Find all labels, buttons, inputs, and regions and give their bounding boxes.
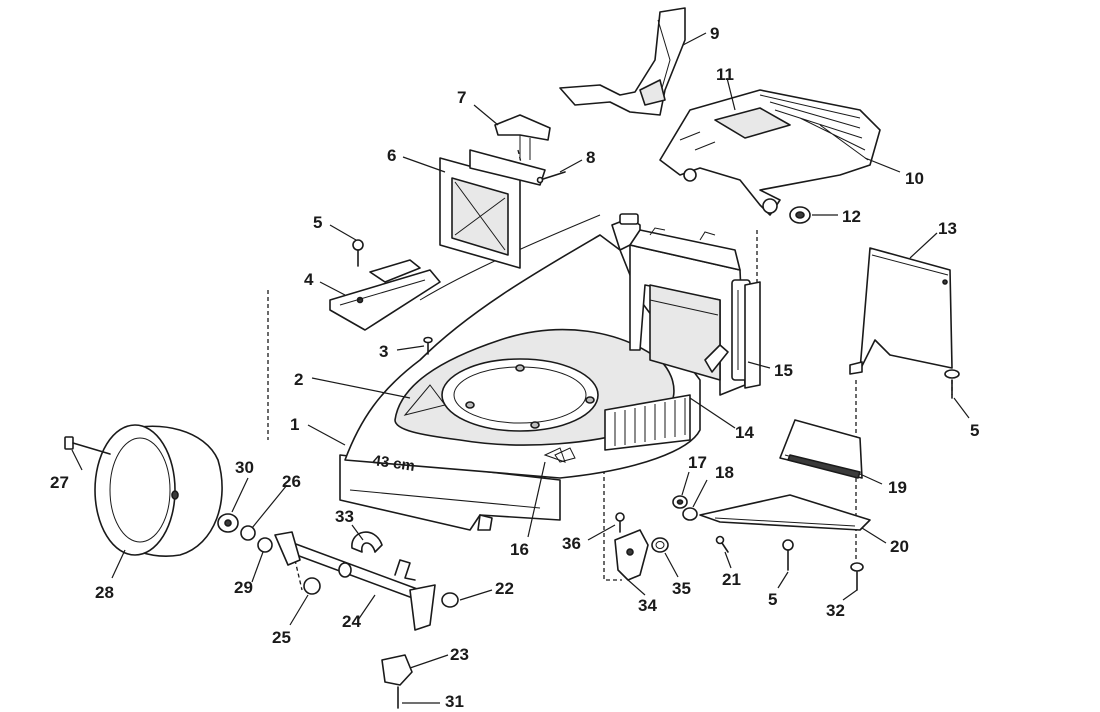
clip-part-7 (494, 114, 551, 160)
marker-part-16 (543, 447, 566, 463)
label-part-12: 12 (842, 207, 861, 226)
label-part-5-upper: 5 (313, 213, 322, 232)
label-part-5-right: 5 (970, 421, 979, 440)
nut-part-22 (441, 592, 459, 608)
deck-vent-grille (604, 394, 691, 451)
screw-part-21 (715, 535, 729, 553)
label-part-22: 22 (495, 579, 514, 598)
bushing-part-12 (789, 206, 811, 224)
nut-part-25 (303, 577, 321, 595)
label-part-13: 13 (938, 219, 957, 238)
label-part-26: 26 (282, 472, 301, 491)
part-number-labels: 1 2 3 4 5 5 5 5 6 7 8 9 10 11 12 13 14 1… (50, 24, 979, 711)
label-part-1: 1 (290, 415, 299, 434)
label-part-27: 27 (50, 473, 69, 492)
label-part-17: 17 (688, 453, 707, 472)
clip-part-33 (351, 531, 383, 553)
label-part-23: 23 (450, 645, 469, 664)
washer-part-18 (682, 507, 698, 521)
frame-part-6 (439, 149, 546, 269)
label-part-36: 36 (562, 534, 581, 553)
label-part-15: 15 (774, 361, 793, 380)
leader-lines (71, 32, 970, 704)
label-part-11: 11 (716, 65, 734, 84)
washer-part-29 (257, 537, 273, 553)
chute-flap-part-9 (559, 7, 686, 116)
support-bar-part-20 (699, 494, 871, 531)
bolt-part-27 (64, 436, 111, 455)
screw-part-36 (615, 512, 625, 533)
bolt-part-32 (850, 562, 864, 591)
label-part-4: 4 (304, 270, 314, 289)
collector-hood-part-10 (659, 89, 881, 216)
rear-chute-housing-part-14 (629, 227, 751, 396)
label-part-5-lower: 5 (768, 590, 777, 609)
bolt-part-5-upper (352, 239, 364, 267)
label-part-25: 25 (272, 628, 291, 647)
nut-part-17 (672, 495, 688, 509)
label-part-32: 32 (826, 601, 845, 620)
label-part-30: 30 (235, 458, 254, 477)
wheel-part-28 (94, 424, 223, 557)
label-part-20: 20 (890, 537, 909, 556)
label-part-35: 35 (672, 579, 691, 598)
screw-part-3 (423, 336, 433, 355)
label-part-16: 16 (510, 540, 529, 559)
bolt-part-5-right (944, 369, 960, 399)
spacer-part-30 (217, 513, 239, 533)
deck-size-imprint: 43 cm (371, 452, 415, 475)
label-part-28: 28 (95, 583, 114, 602)
label-part-10: 10 (905, 169, 924, 188)
label-part-6: 6 (387, 146, 396, 165)
label-part-9: 9 (710, 24, 719, 43)
axle-part-24 (274, 531, 436, 631)
label-part-14: 14 (735, 423, 754, 442)
label-part-34: 34 (638, 596, 657, 615)
washer-part-35 (651, 537, 669, 553)
label-part-8: 8 (586, 148, 595, 167)
rear-plate-part-13 (849, 247, 953, 375)
label-part-3: 3 (379, 342, 388, 361)
bolt-part-5-lower (782, 539, 794, 571)
mower-deck-part-1: 43 cm (339, 213, 701, 531)
label-part-29: 29 (234, 578, 253, 597)
label-part-24: 24 (342, 612, 361, 631)
label-part-21: 21 (722, 570, 741, 589)
label-part-2: 2 (294, 370, 303, 389)
plate-part-19 (779, 419, 863, 479)
label-part-18: 18 (715, 463, 734, 482)
label-part-7: 7 (457, 88, 466, 107)
label-part-19: 19 (888, 478, 907, 497)
bracket-part-34 (614, 529, 649, 581)
spring-clip (394, 559, 416, 581)
bracket-plate-part-4 (329, 259, 441, 331)
label-part-31: 31 (445, 692, 464, 711)
washer-part-26 (240, 525, 256, 541)
pin-part-8 (536, 171, 566, 184)
label-part-33: 33 (335, 507, 354, 526)
bracket-part-23 (381, 654, 413, 686)
side-rail-part-15 (744, 281, 761, 389)
